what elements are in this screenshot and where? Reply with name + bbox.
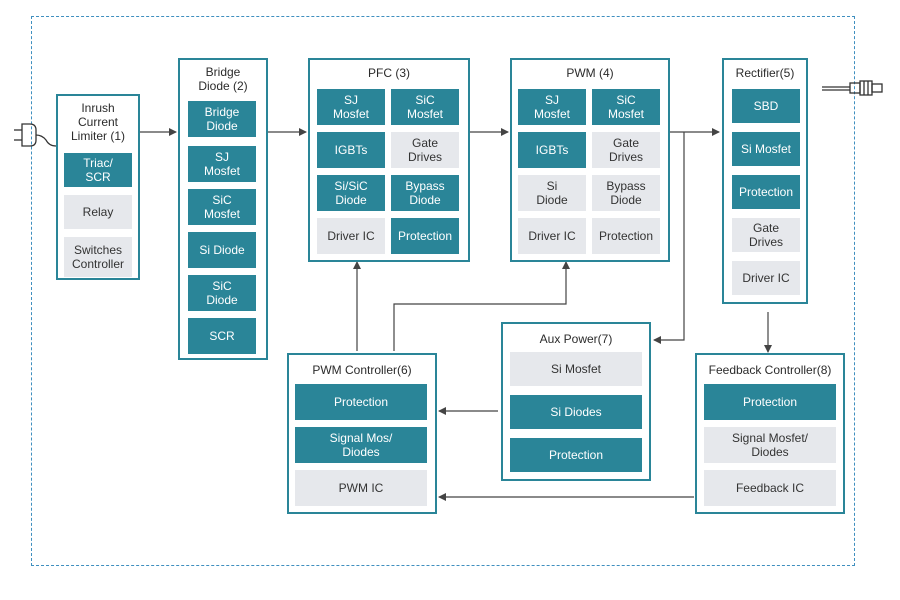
component-item: SiC Mosfet <box>188 189 256 225</box>
component-item: Relay <box>64 195 132 229</box>
arrow-pwmctrl-to-pwm <box>393 261 570 351</box>
component-item: IGBTs <box>317 132 385 168</box>
component-item: Feedback IC <box>704 470 836 506</box>
component-item: Switches Controller <box>64 237 132 277</box>
component-item: IGBTs <box>518 132 586 168</box>
component-item: PWM IC <box>295 470 427 506</box>
component-item: Si Diode <box>188 232 256 268</box>
dashed-border <box>31 16 855 566</box>
block-title: Bridge Diode (2) <box>198 65 248 93</box>
component-item: Si Mosfet <box>732 132 800 166</box>
component-item: SBD <box>732 89 800 123</box>
power-plug-icon <box>14 123 57 147</box>
component-item: Si Diodes <box>510 395 642 429</box>
component-item: Driver IC <box>518 218 586 254</box>
component-item: Si Diode <box>518 175 586 211</box>
component-item: Gate Drives <box>732 218 800 252</box>
component-item: SiC Mosfet <box>592 89 660 125</box>
block-title: Rectifier(5) <box>735 66 795 80</box>
component-item: Signal Mos/ Diodes <box>295 427 427 463</box>
component-item: Signal Mosfet/ Diodes <box>704 427 836 463</box>
component-item: Triac/ SCR <box>64 153 132 187</box>
component-item: Si Mosfet <box>510 352 642 386</box>
block-title: PFC (3) <box>368 66 410 80</box>
component-item: Gate Drives <box>592 132 660 168</box>
dc-connector-icon <box>822 80 883 96</box>
component-item: Bridge Diode <box>188 101 256 137</box>
component-item: Bypass Diode <box>391 175 459 211</box>
component-item: Driver IC <box>317 218 385 254</box>
component-item: Driver IC <box>732 261 800 295</box>
component-item: SJ Mosfet <box>518 89 586 125</box>
component-item: SJ Mosfet <box>317 89 385 125</box>
component-item: Protection <box>295 384 427 420</box>
component-item: Protection <box>592 218 660 254</box>
component-item: SiC Mosfet <box>391 89 459 125</box>
component-item: Protection <box>510 438 642 472</box>
block-title: PWM (4) <box>566 66 614 80</box>
component-item: Protection <box>704 384 836 420</box>
component-item: Si/SiC Diode <box>317 175 385 211</box>
component-item: Gate Drives <box>391 132 459 168</box>
block-title: Feedback Controller(8) <box>708 363 832 377</box>
component-item: SJ Mosfet <box>188 146 256 182</box>
component-item: Bypass Diode <box>592 175 660 211</box>
arrow-pwm-to-aux <box>653 132 685 344</box>
component-item: SCR <box>188 318 256 354</box>
component-item: Protection <box>732 175 800 209</box>
component-item: Protection <box>391 218 459 254</box>
block-title: PWM Controller(6) <box>312 363 412 377</box>
component-item: SiC Diode <box>188 275 256 311</box>
block-title: Aux Power(7) <box>539 332 613 346</box>
block-title: Inrush Current Limiter (1) <box>70 101 125 143</box>
